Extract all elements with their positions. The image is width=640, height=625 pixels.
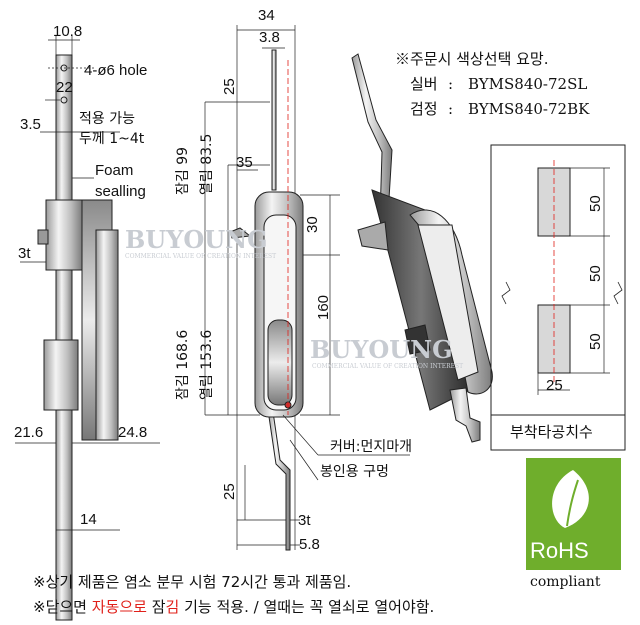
footer-note-2-post: 기능 적용. / 열때는 꼭 열쇠로 열어야함. bbox=[179, 598, 435, 616]
dim-lock-168-6: 잠김 168.6 bbox=[175, 329, 191, 400]
dim-bottom-offset: 25 bbox=[221, 483, 238, 500]
thickness-note-line1: 적용 가능 bbox=[79, 111, 135, 127]
dim-bottom-right: 24.8 bbox=[118, 424, 148, 441]
watermark-logo: BUYOUNG bbox=[125, 225, 268, 254]
side-view bbox=[15, 35, 160, 621]
footer-note-2-lock: 김 bbox=[165, 598, 180, 616]
order-line-colon: : bbox=[448, 75, 454, 93]
order-line-colon: : bbox=[448, 100, 454, 118]
dim-total-width: 34 bbox=[258, 7, 275, 24]
front-view bbox=[204, 25, 410, 551]
footer-note-2-auto: 자동으로 bbox=[91, 598, 147, 616]
dim-top-offset: 25 bbox=[221, 78, 238, 95]
rohs-label: RoHS bbox=[530, 538, 589, 563]
dim-handle-30: 30 bbox=[304, 216, 321, 233]
dim-bottom-width: 14 bbox=[80, 511, 97, 528]
order-line-silver-code: BYMS840-72SL bbox=[468, 75, 588, 93]
dim-lock-99: 잠김 99 bbox=[175, 146, 191, 195]
dim-open-83-5: 열림 83.5 bbox=[199, 133, 215, 195]
dim-bottom-left: 21.6 bbox=[14, 424, 44, 441]
order-line-black-code: BYMS840-72BK bbox=[468, 100, 590, 118]
dim-hole-spec: 4-ø6 hole bbox=[84, 62, 148, 79]
cutout-width: 25 bbox=[546, 377, 563, 394]
dim-plate-thickness: 3t bbox=[18, 245, 31, 262]
callout-cover: 커버:먼지마개 bbox=[330, 439, 412, 455]
dim-bar-width: 3.8 bbox=[259, 29, 280, 46]
dim-edge-offset: 3.5 bbox=[20, 116, 41, 133]
dim-bottom-width-front: 5.8 bbox=[299, 536, 320, 553]
order-line-silver-label: 실버 bbox=[410, 75, 438, 93]
foam-label-line2: sealling bbox=[95, 183, 146, 200]
dim-open-153-6: 열림 153.6 bbox=[199, 329, 215, 400]
callout-seal-hole: 봉인용 구멍 bbox=[320, 464, 389, 480]
cutout-caption: 부착타공치수 bbox=[510, 423, 593, 441]
dim-body-160: 160 bbox=[315, 294, 332, 320]
rohs-compliant: compliant bbox=[530, 574, 601, 590]
foam-label-line1: Foam bbox=[95, 162, 134, 179]
dim-handle-offset: 35 bbox=[236, 154, 253, 171]
dim-top-width: 10.8 bbox=[53, 23, 83, 40]
footer-note-2-pre: ※닫으면 bbox=[33, 598, 92, 616]
cutout-panel-frame bbox=[490, 144, 626, 451]
dim-bar-thickness: 3t bbox=[298, 512, 311, 529]
cutout-dim-1: 50 bbox=[587, 195, 604, 212]
watermark-tagline: COMMERCIAL VALUE OF CREATION INTEREST bbox=[125, 253, 277, 260]
footer-note-2: ※닫으면 자동으로 잠김 기능 적용. / 열때는 꼭 열쇠로 열어야함. bbox=[33, 600, 434, 615]
order-note-title: ※주문시 색상선택 요망. bbox=[395, 50, 549, 68]
footer-note-2-mid: 잠 bbox=[146, 598, 166, 616]
thickness-note-line2: 두께 1~4t bbox=[79, 131, 145, 147]
order-line-black-label: 검정 bbox=[410, 100, 438, 118]
footer-note-1: ※상기 제품은 염소 분무 시험 72시간 통과 제품임. bbox=[33, 573, 352, 591]
cutout-dim-2: 50 bbox=[587, 265, 604, 282]
dim-hole-pitch: 22 bbox=[56, 79, 73, 96]
cutout-dim-3: 50 bbox=[587, 333, 604, 350]
watermark-logo-2: BUYOUNG bbox=[310, 335, 453, 364]
perspective-view bbox=[351, 53, 493, 443]
watermark-tagline-2: COMMERCIAL VALUE OF CREATION INTEREST bbox=[312, 363, 464, 370]
